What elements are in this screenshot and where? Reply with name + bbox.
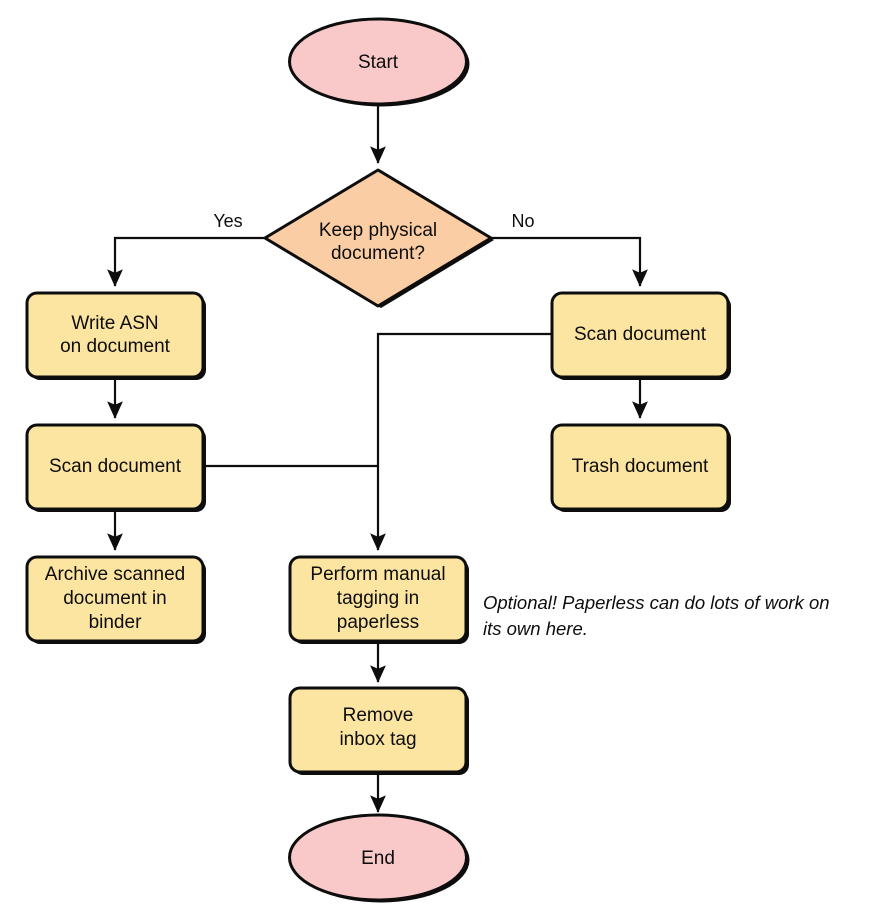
- decision-label-line1: Keep physical: [319, 220, 437, 241]
- node-perform-manual-tagging[interactable]: Perform manual tagging in paperless: [288, 555, 469, 644]
- start-ellipse: [288, 17, 468, 106]
- edge-label-yes: Yes: [213, 211, 242, 231]
- archive-label-line1: Archive scanned: [45, 564, 185, 585]
- node-decision-keep-physical-document[interactable]: Keep physical document?: [263, 168, 494, 308]
- annotation-line2: its own here.: [483, 618, 588, 639]
- tagging-label-line2: tagging in: [337, 588, 419, 609]
- node-end[interactable]: End: [288, 813, 470, 903]
- write-asn-label-line1: Write ASN: [71, 313, 158, 334]
- start-label: Start: [358, 52, 399, 73]
- trash-document-box: [550, 423, 730, 511]
- archive-label-line3: binder: [89, 612, 142, 633]
- connector-layer: [107, 105, 648, 813]
- edge-decision-yes-to-write-asn: [107, 236, 264, 287]
- annotation-optional-paperless: Optional! Paperless can do lots of work …: [483, 592, 830, 639]
- node-scan-document-left[interactable]: Scan document: [25, 423, 206, 512]
- end-label: End: [361, 848, 395, 869]
- scan-document-right-label: Scan document: [574, 324, 707, 345]
- remove-inbox-tag-box: [288, 686, 468, 774]
- tagging-label-line1: Perform manual: [310, 564, 445, 585]
- edge-label-layer: Yes No: [213, 211, 534, 231]
- write-asn-label-line2: on document: [60, 336, 171, 357]
- trash-document-label: Trash document: [572, 456, 709, 477]
- tagging-label-line3: paperless: [337, 612, 419, 633]
- edge-decision-no-to-scan-right: [491, 236, 648, 287]
- edge-scan-right-to-tagging: [370, 332, 551, 551]
- decision-label-line2: document?: [331, 243, 425, 264]
- scan-document-left-box: [25, 423, 205, 511]
- edge-label-no: No: [511, 211, 534, 231]
- archive-label-line2: document in: [63, 588, 167, 609]
- scan-document-left-label: Scan document: [49, 456, 182, 477]
- end-ellipse: [288, 813, 468, 902]
- node-trash-document[interactable]: Trash document: [550, 423, 731, 512]
- remove-inbox-label-line2: inbox tag: [339, 729, 416, 750]
- remove-inbox-label-line1: Remove: [343, 705, 414, 726]
- archive-box: [25, 555, 205, 643]
- decision-diamond: [263, 168, 493, 308]
- node-start[interactable]: Start: [288, 17, 470, 107]
- node-write-asn-on-document[interactable]: Write ASN on document: [25, 291, 206, 380]
- tagging-box: [288, 555, 468, 643]
- write-asn-box: [25, 291, 205, 379]
- node-scan-document-right[interactable]: Scan document: [550, 291, 731, 380]
- scan-document-right-box: [550, 291, 730, 379]
- node-remove-inbox-tag[interactable]: Remove inbox tag: [288, 686, 469, 775]
- node-archive-scanned-document[interactable]: Archive scanned document in binder: [25, 555, 206, 644]
- annotation-line1: Optional! Paperless can do lots of work …: [483, 592, 830, 613]
